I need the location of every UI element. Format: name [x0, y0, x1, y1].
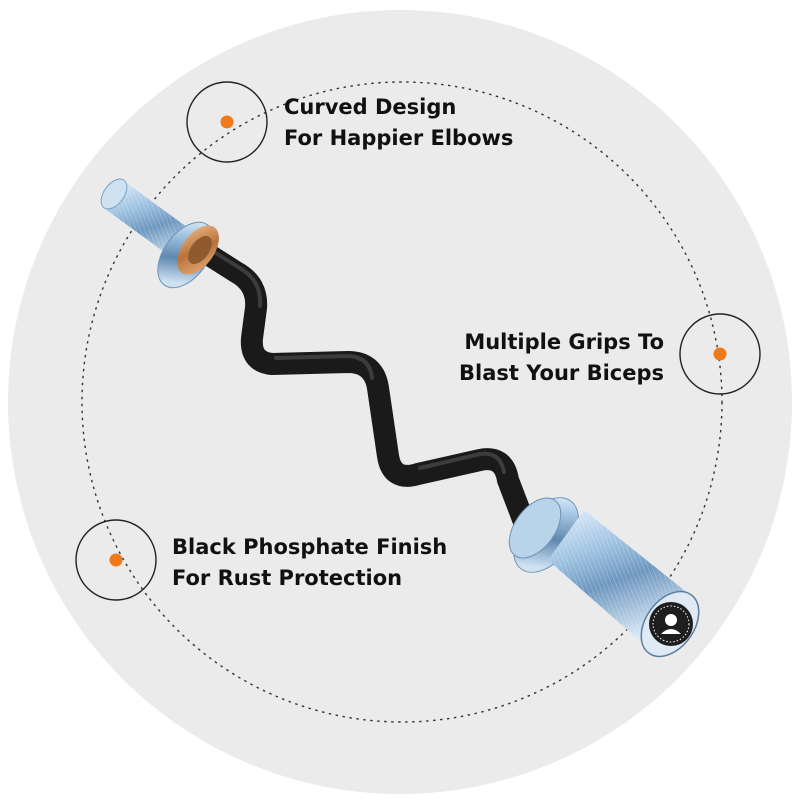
callout-multiple-grips: Multiple Grips To Blast Your Biceps [459, 327, 664, 389]
callout-curved-line1: Curved Design [284, 95, 457, 119]
left-sleeve [100, 178, 219, 289]
callout-black-phosphate: Black Phosphate Finish For Rust Protecti… [172, 532, 447, 594]
curl-bar [100, 178, 700, 658]
callout-finish-line2: For Rust Protection [172, 566, 403, 590]
right-sleeve [508, 497, 700, 658]
callout-finish-line1: Black Phosphate Finish [172, 535, 448, 559]
callout-grips-line2: Blast Your Biceps [459, 361, 664, 385]
dotted-orbit-ring [81, 81, 723, 723]
callout-marker-curved [186, 81, 268, 163]
callout-curved-design: Curved Design For Happier Elbows [284, 92, 513, 154]
callout-marker-grips [679, 313, 761, 395]
callout-marker-finish [75, 519, 157, 601]
callout-curved-line2: For Happier Elbows [284, 126, 514, 150]
callout-grips-line1: Multiple Grips To [464, 330, 664, 354]
